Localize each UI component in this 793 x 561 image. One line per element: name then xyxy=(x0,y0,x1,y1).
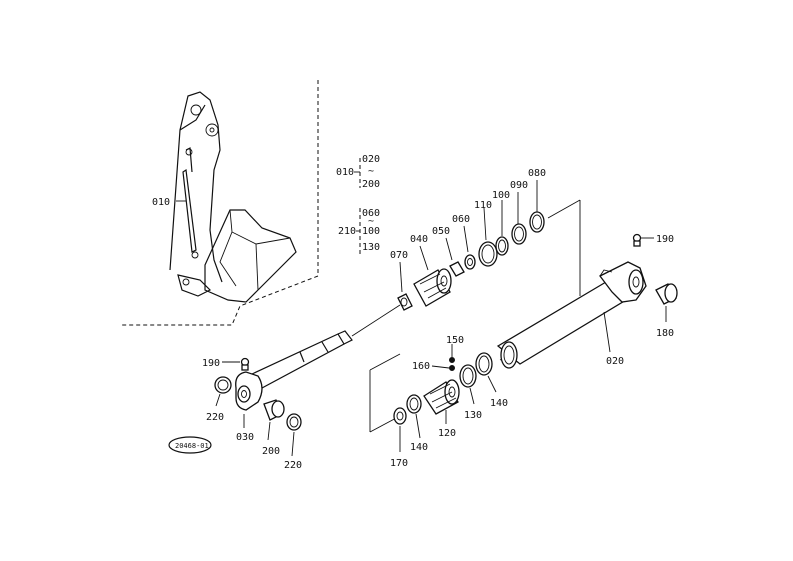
grease-nipple-190-left xyxy=(222,357,250,371)
bushing-180 xyxy=(655,283,678,322)
label-010-overview: 010 xyxy=(152,197,170,208)
bushing-200-lower xyxy=(263,399,285,441)
ring-060 xyxy=(463,225,476,270)
ring-220-left xyxy=(214,376,232,407)
piston-rod-assembly xyxy=(235,304,401,428)
ring-170 xyxy=(393,407,407,452)
grease-nipple-190-right xyxy=(632,233,654,247)
label-220-lower: 220 xyxy=(284,460,302,471)
label-060-group: 060 xyxy=(362,208,380,219)
label-130-group: 130 xyxy=(362,242,380,253)
label-150: 150 xyxy=(446,335,464,346)
label-190-right: 190 xyxy=(656,234,674,245)
catalog-stamp: 20468-01 xyxy=(168,436,212,454)
cylinder-tube-020 xyxy=(496,261,647,369)
label-070: 070 xyxy=(390,250,408,261)
label-220-left: 220 xyxy=(206,412,224,423)
label-100-group: 100 xyxy=(362,226,380,237)
label-040: 040 xyxy=(410,234,428,245)
label-080: 080 xyxy=(528,168,546,179)
ring-220-lower xyxy=(286,413,302,457)
label-020: 020 xyxy=(606,356,624,367)
ring-100 xyxy=(495,200,509,256)
label-110: 110 xyxy=(474,200,492,211)
ring-110 xyxy=(478,207,498,267)
label-010-group: 010 xyxy=(336,167,354,178)
ring-140-lower xyxy=(406,394,422,439)
assembly-group-bracket: 010 020 ~ 200 210 060 ~ 100 130 xyxy=(336,154,380,256)
label-120: 120 xyxy=(438,428,456,439)
tilde-b: ~ xyxy=(368,216,374,227)
seal-150 xyxy=(449,344,455,363)
label-050: 050 xyxy=(432,226,450,237)
label-160: 160 xyxy=(412,361,430,372)
machine-overview-illustration xyxy=(122,80,319,326)
gland-120 xyxy=(423,379,460,424)
ring-140-upper xyxy=(475,352,497,393)
ring-080 xyxy=(529,180,545,233)
label-180: 180 xyxy=(656,328,674,339)
ball-160 xyxy=(431,365,455,371)
label-140-upper: 140 xyxy=(490,398,508,409)
label-100: 100 xyxy=(492,190,510,201)
label-060: 060 xyxy=(452,214,470,225)
label-020-group: 020 xyxy=(362,154,380,165)
tilde-a: ~ xyxy=(368,166,374,177)
label-200-group: 200 xyxy=(362,179,380,190)
label-130-lower: 130 xyxy=(464,410,482,421)
cylinder-envelope-lines xyxy=(369,199,581,433)
stamp-text: 20468-01 xyxy=(175,442,209,450)
label-090: 090 xyxy=(510,180,528,191)
label-170: 170 xyxy=(390,458,408,469)
label-200-lower: 200 xyxy=(262,446,280,457)
label-030: 030 xyxy=(236,432,254,443)
label-140-lower: 140 xyxy=(410,442,428,453)
spacer-050 xyxy=(445,237,465,277)
nut-070 xyxy=(397,261,413,311)
label-210-group: 210 xyxy=(338,226,356,237)
ring-130 xyxy=(459,364,477,405)
ring-090 xyxy=(511,192,527,245)
label-190-left: 190 xyxy=(202,358,220,369)
piston-040 xyxy=(413,245,452,307)
